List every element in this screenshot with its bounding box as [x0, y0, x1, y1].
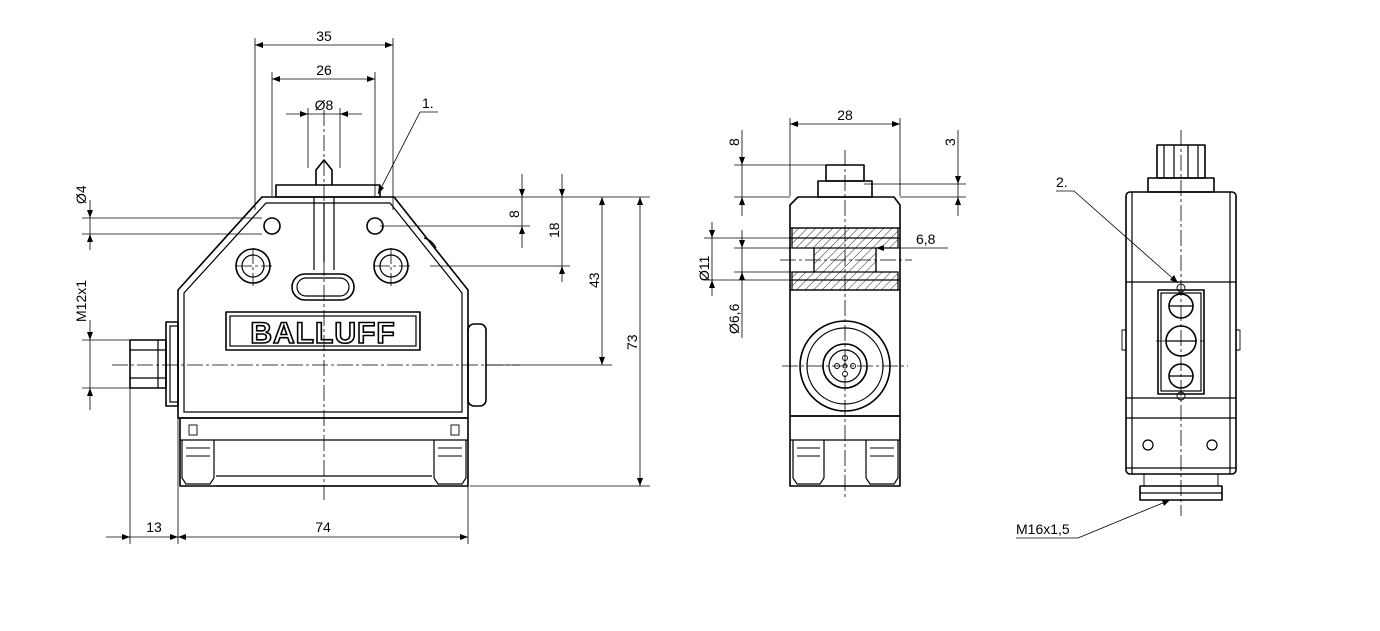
dim-side-3: 3: [942, 138, 958, 146]
dim-side-dia-6-6: Ø6,6: [726, 303, 742, 334]
dim-w-74: 74: [315, 519, 331, 535]
dim-h-8: 8: [506, 210, 522, 218]
front-view: BALLUFF 35: [73, 28, 650, 544]
dim-side-8: 8: [726, 138, 742, 146]
dim-h-18: 18: [546, 222, 562, 238]
dim-side-6-8: 6,8: [916, 231, 936, 247]
callout-thread: M16x1,5: [1016, 521, 1070, 537]
dim-m12: M12x1: [73, 280, 89, 322]
dim-side-dia-11: Ø11: [696, 255, 712, 281]
dim-dia-4: Ø4: [73, 185, 89, 204]
dim-26: 26: [316, 62, 332, 78]
rear-view: 2. M16x1,5: [1016, 130, 1241, 539]
dim-dia-8: Ø8: [315, 97, 334, 113]
dim-w-13: 13: [146, 519, 162, 535]
dim-h-43: 43: [586, 272, 602, 288]
side-view: 28 8 3 6,8 Ø11 Ø6,6: [696, 107, 966, 500]
callout-1: 1.: [422, 95, 434, 111]
dim-35: 35: [316, 28, 332, 44]
dim-side-28: 28: [837, 107, 853, 123]
dim-h-73: 73: [624, 334, 640, 350]
brand-logo: BALLUFF: [250, 317, 395, 350]
callout-2: 2.: [1056, 174, 1068, 190]
